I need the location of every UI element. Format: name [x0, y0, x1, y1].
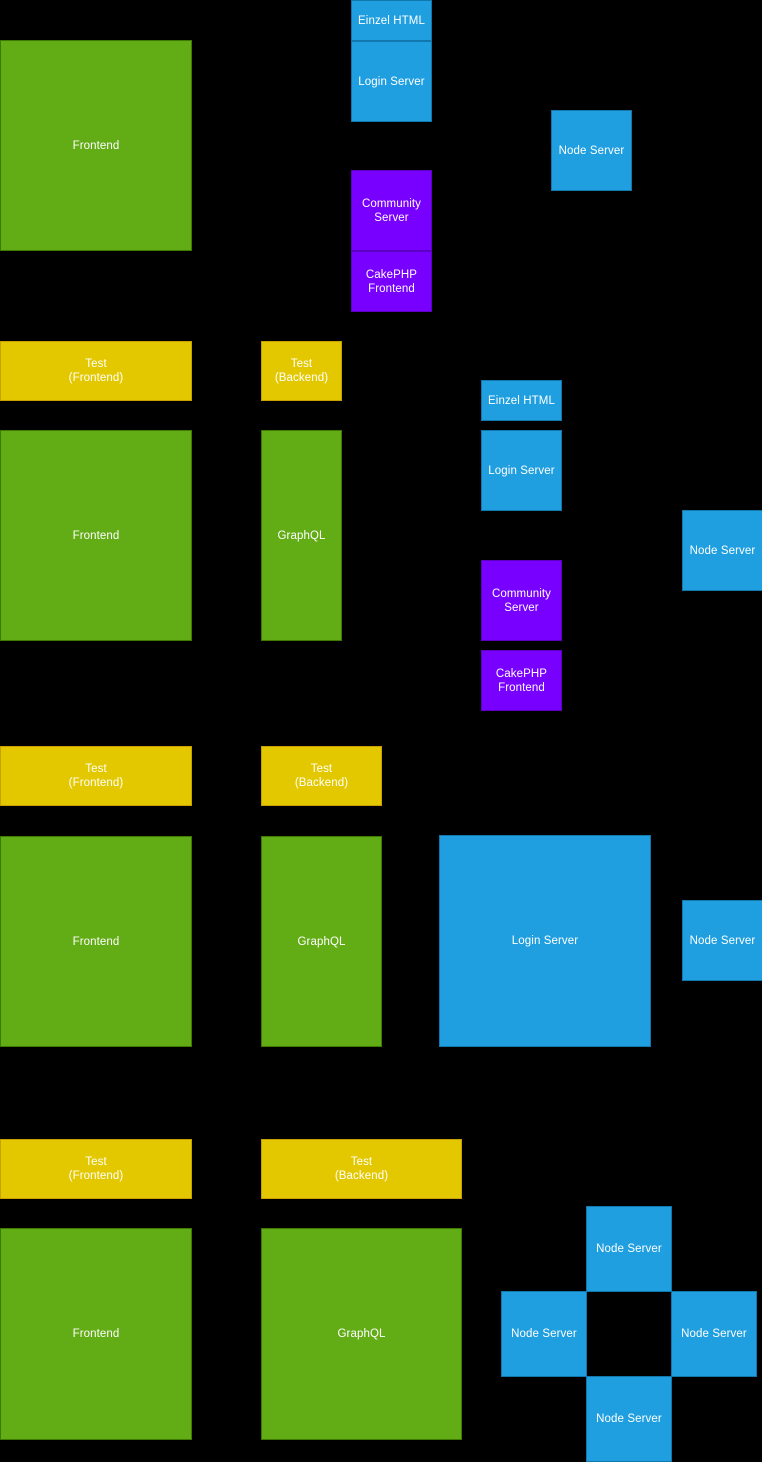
block-label: Test (Frontend) [68, 358, 124, 384]
node-server-cross-left[interactable]: Node Server [501, 1291, 587, 1377]
einzel-html-row2[interactable]: Einzel HTML [481, 380, 562, 421]
block-label: GraphQL [277, 529, 326, 542]
block-label: Login Server [358, 75, 425, 88]
block-label: Test (Frontend) [68, 763, 124, 789]
cakephp-frontend-row1[interactable]: CakePHP Frontend [351, 251, 432, 312]
community-server-row2[interactable]: Community Server [481, 560, 562, 641]
block-label: Frontend [72, 529, 120, 542]
graphql-block-row4[interactable]: GraphQL [261, 1228, 462, 1440]
block-label: Frontend [72, 1328, 120, 1340]
block-label: Node Server [689, 934, 756, 947]
block-label: Einzel HTML [358, 14, 425, 27]
test-frontend-row3[interactable]: Test (Frontend) [0, 746, 192, 806]
graphql-block-row3[interactable]: GraphQL [261, 836, 382, 1047]
node-server-row2[interactable]: Node Server [682, 510, 762, 591]
graphql-block-row2[interactable]: GraphQL [261, 430, 342, 641]
node-server-cross-right[interactable]: Node Server [671, 1291, 757, 1377]
block-label: Node Server [681, 1328, 747, 1340]
block-label: CakePHP Frontend [495, 667, 548, 694]
block-label: Test (Backend) [334, 1156, 389, 1182]
block-label: Test (Frontend) [68, 1156, 124, 1182]
block-label: Frontend [72, 139, 120, 152]
frontend-block-row3[interactable]: Frontend [0, 836, 192, 1047]
block-label: Test (Backend) [294, 763, 349, 789]
block-label: Frontend [72, 935, 120, 948]
block-label: Node Server [689, 544, 756, 557]
block-label: Node Server [596, 1413, 662, 1425]
block-label: Login Server [488, 464, 555, 477]
block-label: Einzel HTML [488, 394, 555, 407]
frontend-block-row2[interactable]: Frontend [0, 430, 192, 641]
block-label: CakePHP Frontend [365, 268, 418, 295]
test-backend-row4[interactable]: Test (Backend) [261, 1139, 462, 1199]
login-server-row2[interactable]: Login Server [481, 430, 562, 511]
frontend-block-row1[interactable]: Frontend [0, 40, 192, 251]
frontend-block-row4[interactable]: Frontend [0, 1228, 192, 1440]
cakephp-frontend-row2[interactable]: CakePHP Frontend [481, 650, 562, 711]
test-frontend-row4[interactable]: Test (Frontend) [0, 1139, 192, 1199]
block-label: Node Server [511, 1328, 577, 1340]
node-server-cross-bottom[interactable]: Node Server [586, 1376, 672, 1462]
test-frontend-row2[interactable]: Test (Frontend) [0, 341, 192, 401]
block-label: Test (Backend) [274, 358, 329, 384]
node-server-row1[interactable]: Node Server [551, 110, 632, 191]
block-label: Node Server [596, 1243, 662, 1255]
login-server-row3[interactable]: Login Server [439, 835, 651, 1047]
block-label: Node Server [558, 144, 625, 157]
einzel-html-row1[interactable]: Einzel HTML [351, 0, 432, 41]
node-server-row3[interactable]: Node Server [682, 900, 762, 981]
block-label: GraphQL [297, 935, 346, 948]
block-label: Login Server [511, 935, 579, 947]
test-backend-row3[interactable]: Test (Backend) [261, 746, 382, 806]
login-server-row1[interactable]: Login Server [351, 41, 432, 122]
test-backend-row2[interactable]: Test (Backend) [261, 341, 342, 401]
node-server-cross-top[interactable]: Node Server [586, 1206, 672, 1292]
block-label: Community Server [361, 197, 422, 224]
community-server-row1[interactable]: Community Server [351, 170, 432, 251]
block-label: Community Server [491, 587, 552, 614]
block-label: GraphQL [337, 1328, 386, 1340]
